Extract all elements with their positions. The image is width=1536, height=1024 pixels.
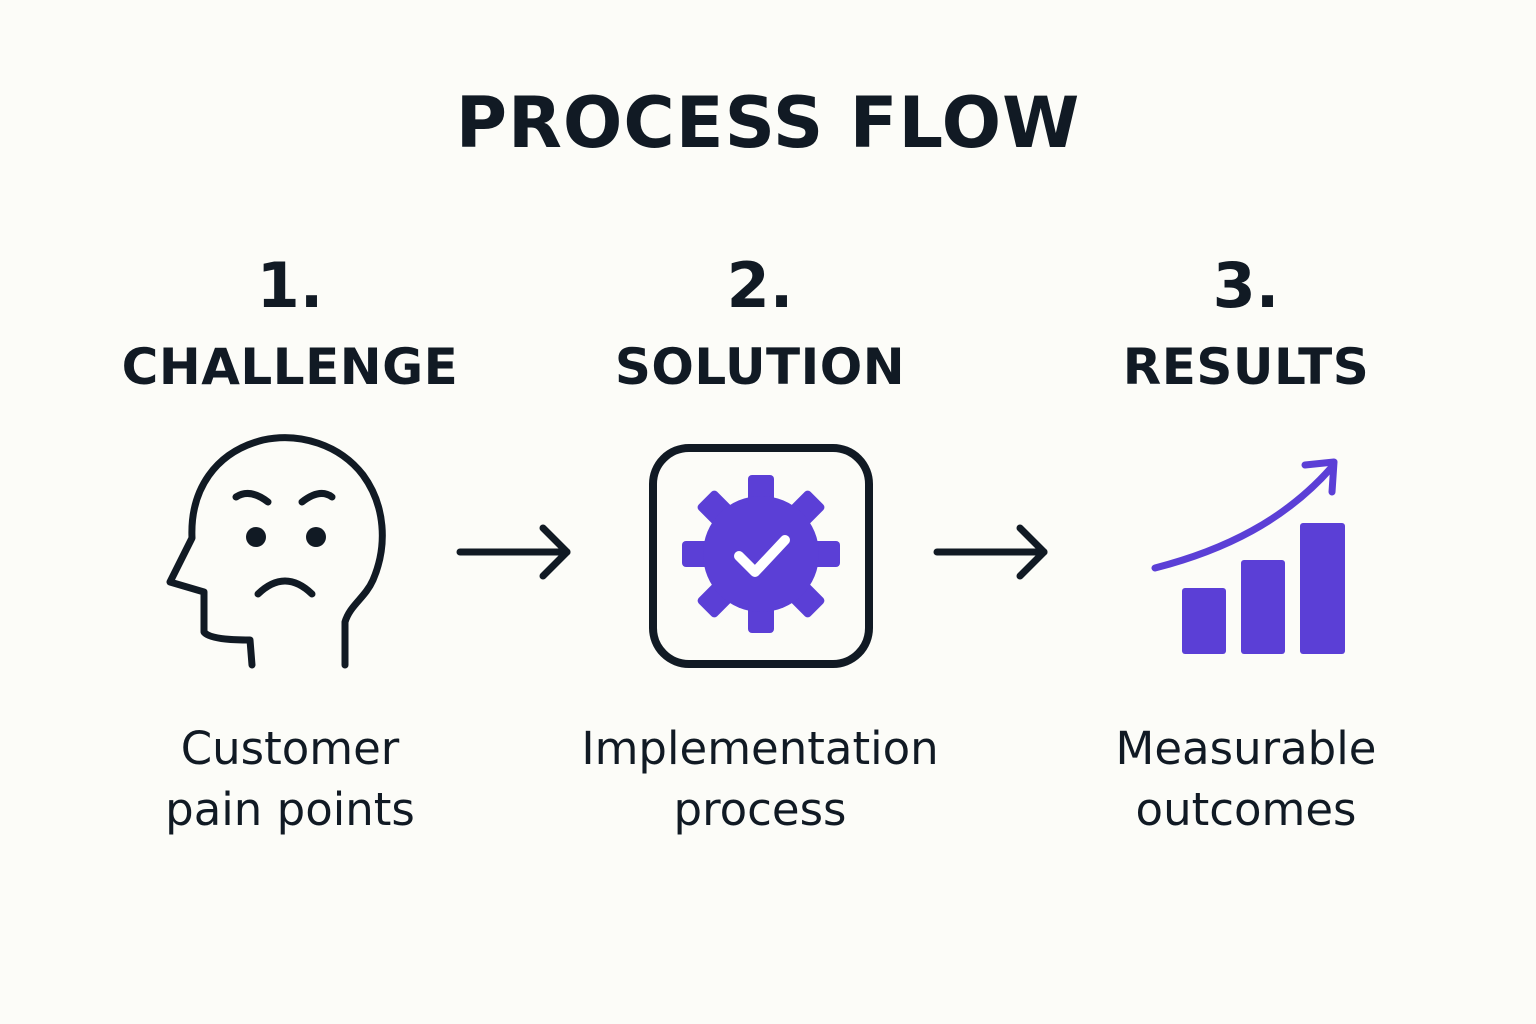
growth-chart-icon [1151, 458, 1345, 654]
step-description-line: Customer [180, 722, 400, 775]
step-description-line: outcomes [1135, 783, 1357, 836]
page-title: PROCESS FLOW [455, 82, 1081, 164]
step-description-line: Implementation [581, 722, 939, 775]
step-title: CHALLENGE [121, 338, 459, 396]
step-description: Implementation process [520, 718, 1000, 840]
arrow-right-icon [933, 524, 1048, 580]
step-solution: 2. SOLUTION Implementation process [520, 0, 1000, 1024]
step-number: 3. [1212, 249, 1280, 322]
step-description-line: process [673, 783, 847, 836]
step-description: Customer pain points [50, 718, 530, 840]
gear-check-icon [649, 444, 873, 668]
step-description-line: pain points [165, 783, 415, 836]
step-results: 3. RESULTS Measurable outcomes [1006, 0, 1486, 1024]
step-title: SOLUTION [614, 338, 906, 396]
sad-head-icon [166, 434, 386, 669]
step-challenge: 1. CHALLENGE Customer pain points [50, 0, 530, 1024]
step-title: RESULTS [1122, 338, 1370, 396]
step-description: Measurable outcomes [1006, 718, 1486, 840]
step-number: 2. [726, 249, 794, 322]
arrow-right-icon [456, 524, 571, 580]
step-description-line: Measurable [1115, 722, 1377, 775]
step-number: 1. [256, 249, 324, 322]
